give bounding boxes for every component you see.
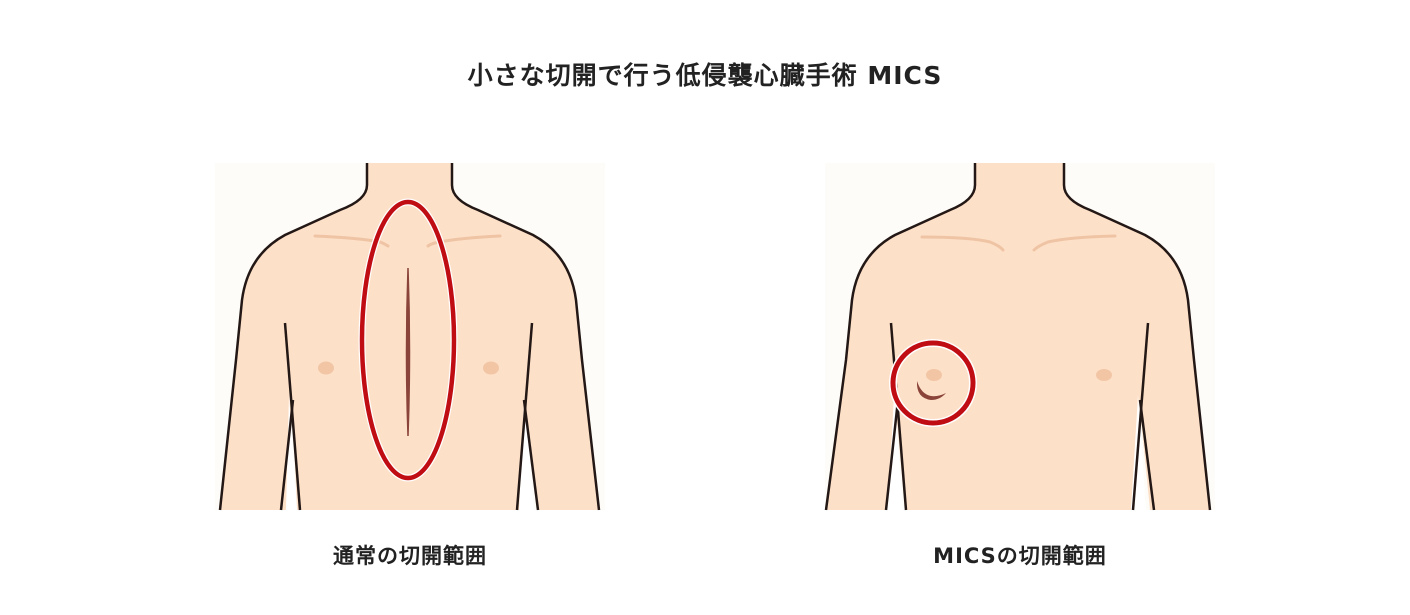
body-outline-right xyxy=(450,163,601,511)
nipple-right xyxy=(1096,369,1112,381)
highlight-circle xyxy=(890,340,976,426)
midline-incision xyxy=(405,267,411,437)
clavicle-right xyxy=(1032,234,1117,252)
figure-mics xyxy=(820,160,1220,516)
arm-gap-left xyxy=(888,395,903,510)
torso-side-line-left xyxy=(283,322,302,511)
clavicle-left xyxy=(920,235,1005,252)
torso-side-line-left xyxy=(889,322,908,511)
torso-side-line-right xyxy=(1131,322,1150,511)
nipple-left xyxy=(318,361,334,375)
arm-inner-line-right xyxy=(522,399,540,511)
arm-inner-line-left xyxy=(884,399,900,511)
body-outline-left xyxy=(218,163,369,511)
nipple-right xyxy=(483,361,499,375)
body-outline-right xyxy=(1062,163,1212,511)
nipple-left xyxy=(926,369,942,381)
body-outline-left xyxy=(824,163,977,511)
torso-side-line-right xyxy=(515,322,534,511)
diagram-title: 小さな切開で行う低侵襲心臓手術 MICS xyxy=(467,61,943,90)
figure-conventional xyxy=(210,160,610,516)
clavicle-left xyxy=(313,234,390,248)
crescent-incision xyxy=(916,381,946,400)
arm-inner-line-right xyxy=(1138,399,1156,511)
arm-inner-line-left xyxy=(279,399,295,511)
arm-gap-left xyxy=(286,395,297,510)
highlight-ellipse xyxy=(359,199,457,481)
arm-gap-right xyxy=(519,395,534,510)
caption-conventional: 通常の切開範囲 xyxy=(333,544,487,568)
caption-mics: MICSの切開範囲 xyxy=(933,544,1107,568)
